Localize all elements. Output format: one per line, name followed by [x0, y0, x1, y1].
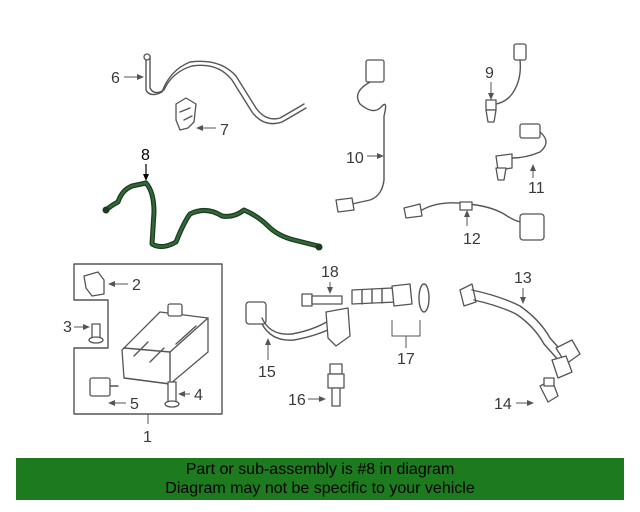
- info-banner: Part or sub-assembly is #8 in diagram Di…: [16, 458, 624, 500]
- callout-6: 6: [111, 70, 144, 87]
- callout-4-label: 4: [194, 387, 203, 404]
- callout-10-label: 10: [346, 150, 364, 167]
- banner-line-disclaimer: Diagram may not be specific to your vehi…: [165, 480, 475, 497]
- callout-10: 10: [346, 150, 384, 167]
- callout-2-label: 2: [132, 277, 141, 294]
- callout-3-label: 3: [63, 319, 72, 336]
- callout-15: 15: [258, 338, 276, 381]
- part-2-clip: [83, 271, 105, 297]
- part-13-pipe: [459, 283, 581, 379]
- part-16-fitting: [327, 363, 345, 407]
- callout-18-label: 18: [321, 264, 339, 281]
- callout-5: 5: [108, 396, 139, 413]
- callout-7: 7: [196, 122, 229, 139]
- part-5-valve: [89, 377, 119, 397]
- callout-5-label: 5: [130, 396, 139, 413]
- part-8-tube: [102, 180, 323, 251]
- part-1-canister: [121, 303, 209, 385]
- part-15-hose: [245, 301, 351, 347]
- callout-1: 1: [143, 414, 152, 446]
- callout-2: 2: [108, 277, 141, 294]
- callout-9: 9: [485, 65, 494, 100]
- callout-8-label: 8: [141, 147, 150, 164]
- callout-9-label: 9: [485, 65, 494, 82]
- part-14-sensor: [539, 377, 559, 403]
- callout-18: 18: [321, 264, 339, 294]
- assembly-1-frame: [73, 263, 223, 415]
- callout-8: 8: [141, 147, 150, 181]
- part-4-bolt: [164, 381, 180, 408]
- callout-4: 4: [178, 387, 203, 404]
- callout-12-label: 12: [463, 231, 481, 248]
- part-18-bolt: [301, 293, 343, 307]
- callout-16-label: 16: [288, 392, 306, 409]
- part-7-bracket: [175, 97, 197, 131]
- part-9-sensor: [485, 43, 527, 123]
- callout-6-label: 6: [111, 70, 120, 87]
- banner-line-part-info: Part or sub-assembly is #8 in diagram: [185, 461, 455, 478]
- callout-3: 3: [63, 319, 90, 336]
- callout-16: 16: [288, 392, 326, 409]
- callout-13-label: 13: [514, 270, 532, 287]
- part-6-harness: [143, 53, 307, 125]
- callout-12: 12: [463, 210, 481, 248]
- callout-11-label: 11: [528, 180, 545, 197]
- part-11-sensor: [495, 123, 547, 181]
- callout-14-label: 14: [494, 396, 512, 413]
- callout-17-label: 17: [397, 351, 415, 368]
- callout-14: 14: [494, 396, 534, 413]
- callout-15-label: 15: [258, 364, 276, 381]
- callout-1-label: 1: [143, 429, 152, 446]
- part-10-sensor: [335, 59, 387, 213]
- part-3-bolt: [88, 323, 104, 344]
- callout-7-label: 7: [220, 122, 229, 139]
- callout-17: 17: [391, 320, 421, 368]
- part-12-sensor: [403, 201, 545, 241]
- callout-11: 11: [528, 164, 545, 197]
- callout-13: 13: [514, 270, 532, 304]
- part-17-connector: [351, 283, 430, 313]
